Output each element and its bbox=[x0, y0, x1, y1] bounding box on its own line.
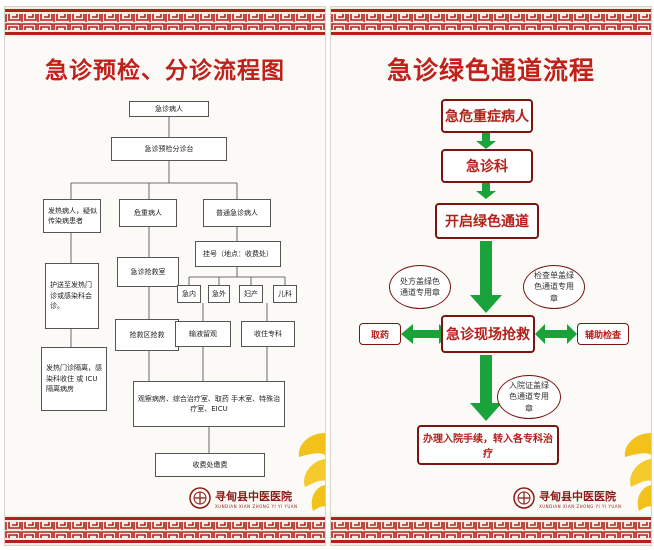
oval-exam-stamp: 检查单盖绿色通道专用章 bbox=[523, 265, 585, 309]
node-rescue-area: 抢救区抢救 bbox=[115, 319, 179, 351]
page-title: 急诊预检、分诊流程图 bbox=[45, 58, 285, 84]
node-general-patient: 普通急诊病人 bbox=[203, 199, 271, 227]
node-infusion-observation: 输液留观 bbox=[175, 321, 231, 347]
node-payment: 收费处缴费 bbox=[155, 453, 265, 477]
node-critical-patient: 危重病人 bbox=[119, 199, 177, 227]
node-registration: 挂号（地点：收费处） bbox=[195, 241, 281, 267]
node-open-green-channel: 开启绿色通道 bbox=[435, 203, 539, 239]
hospital-name: 寻甸县中医医院 bbox=[539, 489, 616, 503]
node-onsite-rescue: 急诊现场抢救 bbox=[441, 315, 535, 353]
flow-connectors bbox=[70, 117, 286, 453]
hospital-pinyin: XUNDIAN XIAN ZHONG YI YI YUAN bbox=[215, 503, 298, 509]
node-admission: 办理入院手续，转入各专科治疗 bbox=[417, 425, 559, 465]
hospital-name: 寻甸县中医医院 bbox=[215, 489, 292, 503]
hospital-logo: 寻甸县中医医院 XUNDIAN XIAN ZHONG YI YI YUAN bbox=[513, 487, 622, 509]
node-rescue-room: 急诊抢救室 bbox=[117, 257, 179, 287]
hospital-pinyin: XUNDIAN XIAN ZHONG YI YI YUAN bbox=[539, 503, 622, 509]
top-border-pattern bbox=[5, 7, 325, 37]
node-observation-ward: 观察病房、综合治疗室、取药 手术室、特殊治疗室、EICU bbox=[133, 381, 285, 427]
green-channel-panel: 急诊绿色通道流程 急危重症病人 急诊科 开启绿色通道 急诊现场抢救 bbox=[330, 6, 652, 546]
top-border-pattern bbox=[331, 7, 651, 37]
node-triage-desk: 急诊预检分诊台 bbox=[111, 137, 227, 161]
node-pediatrics: 儿科 bbox=[273, 285, 297, 303]
node-fever-clinic: 发热门诊隔离，感染科收住 或 ICU 隔离病房 bbox=[41, 347, 107, 411]
triage-flowchart-panel: 急诊预检、分诊流程图 急诊病人 急 bbox=[4, 6, 326, 546]
node-obstetrics: 妇产 bbox=[239, 285, 263, 303]
bottom-border-pattern bbox=[331, 515, 651, 545]
node-auxiliary-exam: 辅助检查 bbox=[577, 323, 629, 345]
ginkgo-leaf-icon bbox=[298, 433, 325, 511]
node-internal-medicine: 急内 bbox=[177, 285, 201, 303]
page-title: 急诊绿色通道流程 bbox=[386, 56, 595, 85]
node-specialty-admission: 收住专科 bbox=[241, 321, 295, 347]
hospital-emblem-icon bbox=[513, 487, 535, 509]
node-critical-patient: 急危重症病人 bbox=[441, 99, 533, 133]
node-isolation-escort: 护送至发热门诊或感染科会诊。 bbox=[45, 263, 99, 329]
ginkgo-leaf-icon bbox=[624, 433, 651, 511]
oval-prescription-stamp: 处方盖绿色通道专用章 bbox=[389, 265, 451, 309]
node-surgery: 急外 bbox=[208, 285, 230, 303]
node-fever-patient: 发热病人，疑似传染病患者 bbox=[43, 199, 101, 233]
green-arrows bbox=[401, 133, 577, 421]
node-get-medicine: 取药 bbox=[359, 323, 401, 345]
node-emergency-patient: 急诊病人 bbox=[129, 101, 209, 117]
node-emergency-department: 急诊科 bbox=[441, 149, 533, 183]
hospital-logo: 寻甸县中医医院 XUNDIAN XIAN ZHONG YI YI YUAN bbox=[189, 487, 298, 509]
oval-admission-stamp: 入院证盖绿色通道专用章 bbox=[497, 375, 561, 419]
bottom-border-pattern bbox=[5, 515, 325, 545]
hospital-emblem-icon bbox=[189, 487, 211, 509]
